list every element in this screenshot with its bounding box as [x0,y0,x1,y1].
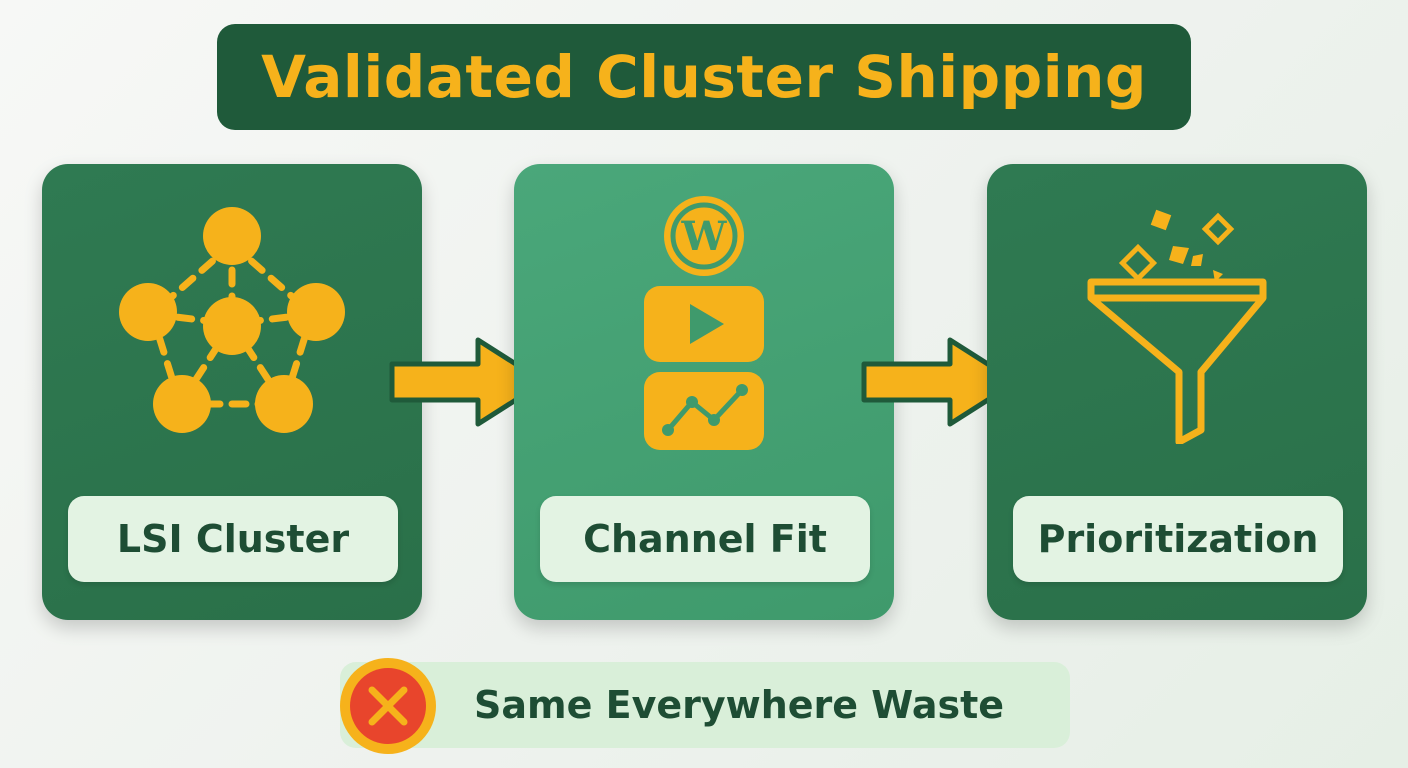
warning-pill [340,662,1070,748]
diagram-title: Validated Cluster Shipping [261,43,1147,111]
title-banner: Validated Cluster Shipping [217,24,1191,130]
step-label-box: Channel Fit [540,496,870,582]
warning-label: Same Everywhere Waste [474,683,1005,727]
step-card-prioritization: Prioritization [987,164,1367,620]
x-circle-icon [340,658,436,754]
step-label-box: Prioritization [1013,496,1343,582]
step-label: LSI Cluster [116,517,350,561]
channel-stack-icon: W [644,196,764,450]
step-label: Prioritization [1037,517,1319,561]
step-label-box: LSI Cluster [68,496,398,582]
funnel-icon [1087,209,1267,444]
svg-text:W: W [681,213,728,260]
step-card-lsi-cluster: LSI Cluster [42,164,422,620]
arrow-right-icon [389,337,547,427]
arrow-right-icon [861,337,1019,427]
network-nodes-icon [119,207,345,433]
step-card-channel-fit: W Channel Fit [514,164,894,620]
step-label: Channel Fit [583,517,827,561]
